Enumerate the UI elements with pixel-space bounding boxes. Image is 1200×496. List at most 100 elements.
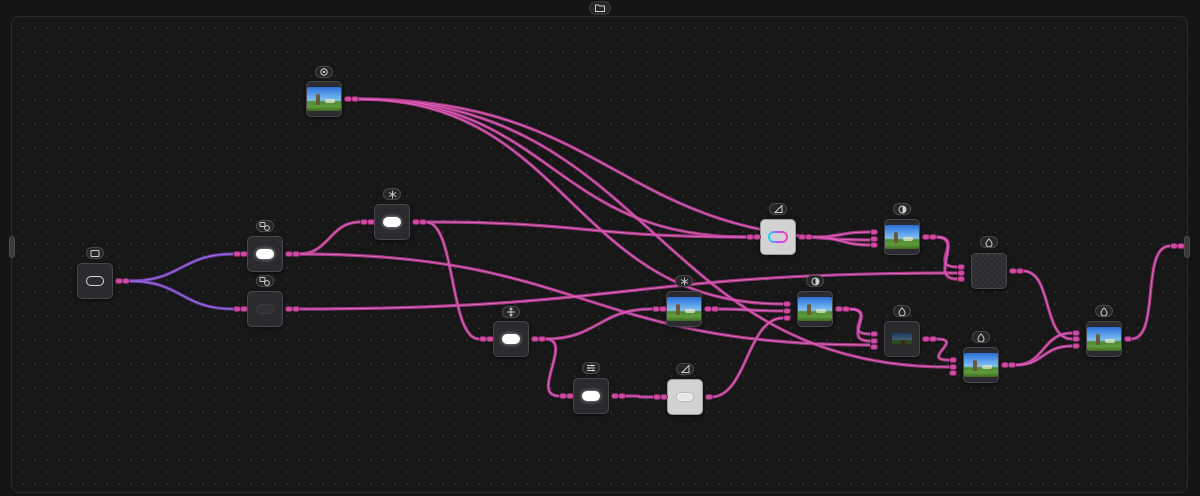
mask-c-badge[interactable] [972, 331, 990, 343]
input-port[interactable] [870, 236, 878, 242]
input-port[interactable] [870, 331, 878, 337]
gradient-b-badge[interactable] [676, 363, 694, 375]
gradient-a-node[interactable] [760, 219, 796, 255]
snowflake-icon [680, 277, 688, 285]
triangle-ruler-icon [680, 365, 689, 373]
folder-icon [595, 4, 605, 12]
shape-a-badge[interactable] [256, 220, 274, 232]
mask-a-node[interactable] [971, 253, 1007, 289]
blend-a-node[interactable] [884, 219, 920, 255]
output-port[interactable] [929, 234, 937, 240]
wire-highlight [357, 98, 784, 305]
image-thumbnail [885, 225, 919, 249]
transform-node[interactable] [493, 321, 529, 357]
input-port[interactable] [870, 242, 878, 248]
image-source-badge[interactable] [315, 66, 333, 78]
output-port[interactable] [705, 394, 713, 400]
input-port[interactable] [367, 219, 375, 225]
input-port[interactable] [870, 344, 878, 350]
blur-a-node[interactable] [374, 204, 410, 240]
blur-b-node[interactable] [666, 291, 702, 327]
input-port[interactable] [957, 270, 965, 276]
output-port[interactable] [1124, 336, 1132, 342]
input-port[interactable] [783, 308, 791, 314]
input-port[interactable] [949, 364, 957, 370]
input-port[interactable] [1072, 343, 1080, 349]
input-port[interactable] [1072, 330, 1080, 336]
half-circle-icon [811, 277, 819, 285]
output-port[interactable] [122, 278, 130, 284]
wire-highlight [357, 98, 747, 238]
input-port[interactable] [1072, 336, 1080, 342]
wire-highlight [1014, 345, 1073, 366]
drop-icon [1100, 306, 1108, 316]
output-port[interactable] [842, 306, 850, 312]
node-preview [502, 334, 520, 344]
node-preview [768, 231, 788, 243]
input-port[interactable] [957, 264, 965, 270]
output-port[interactable] [1008, 362, 1016, 368]
output-port[interactable] [292, 306, 300, 312]
shape-a-node[interactable] [247, 236, 283, 272]
output-node[interactable] [1086, 321, 1122, 357]
input-port[interactable] [949, 357, 957, 363]
output-badge[interactable] [1095, 305, 1113, 317]
wire-highlight [717, 308, 784, 312]
input-source-node[interactable] [77, 263, 113, 299]
input-port[interactable] [957, 276, 965, 282]
graph-output-port[interactable] [1177, 243, 1185, 249]
blend-b-node[interactable] [797, 291, 833, 327]
input-port[interactable] [240, 251, 248, 257]
output-port[interactable] [1016, 268, 1024, 274]
mask-b-badge[interactable] [893, 305, 911, 317]
wire-highlight [425, 221, 747, 238]
transform-badge[interactable] [502, 306, 520, 318]
open-folder-button[interactable] [589, 1, 611, 15]
blend-a-badge[interactable] [893, 203, 911, 215]
output-port[interactable] [618, 393, 626, 399]
input-port[interactable] [486, 336, 494, 342]
image-source-node[interactable] [306, 81, 342, 117]
shape-b-badge[interactable] [256, 275, 274, 287]
drop-icon [985, 237, 993, 247]
wire-highlight [298, 221, 361, 255]
input-port[interactable] [783, 315, 791, 321]
blend-b-badge[interactable] [806, 275, 824, 287]
input-port[interactable] [783, 301, 791, 307]
blur-a-badge[interactable] [383, 188, 401, 200]
output-port[interactable] [805, 234, 813, 240]
input-port[interactable] [240, 306, 248, 312]
triangle-ruler-icon [773, 205, 782, 213]
sliders-icon [587, 364, 595, 372]
adjust-badge[interactable] [582, 362, 600, 374]
shape-b-node[interactable] [247, 291, 283, 327]
input-port[interactable] [753, 234, 761, 240]
wire-highlight [129, 280, 234, 310]
input-source-badge[interactable] [86, 247, 104, 259]
output-port[interactable] [292, 251, 300, 257]
output-port[interactable] [929, 336, 937, 342]
input-port[interactable] [870, 338, 878, 344]
input-port[interactable] [659, 306, 667, 312]
wire-highlight [935, 338, 950, 361]
move-icon [507, 307, 515, 317]
left-panel-handle[interactable] [9, 236, 15, 258]
drop-icon [977, 332, 985, 342]
input-port[interactable] [949, 370, 957, 376]
input-port[interactable] [870, 229, 878, 235]
gradient-b-node[interactable] [667, 379, 703, 415]
output-port[interactable] [351, 96, 359, 102]
output-port[interactable] [538, 336, 546, 342]
output-port[interactable] [711, 306, 719, 312]
input-port[interactable] [660, 394, 668, 400]
blur-b-badge[interactable] [675, 275, 693, 287]
node-preview [86, 276, 104, 286]
gradient-a-badge[interactable] [769, 203, 787, 215]
input-port[interactable] [566, 393, 574, 399]
output-port[interactable] [419, 219, 427, 225]
mask-a-badge[interactable] [980, 236, 998, 248]
adjust-node[interactable] [573, 378, 609, 414]
mask-c-node[interactable] [963, 347, 999, 383]
mask-b-node[interactable] [884, 321, 920, 357]
